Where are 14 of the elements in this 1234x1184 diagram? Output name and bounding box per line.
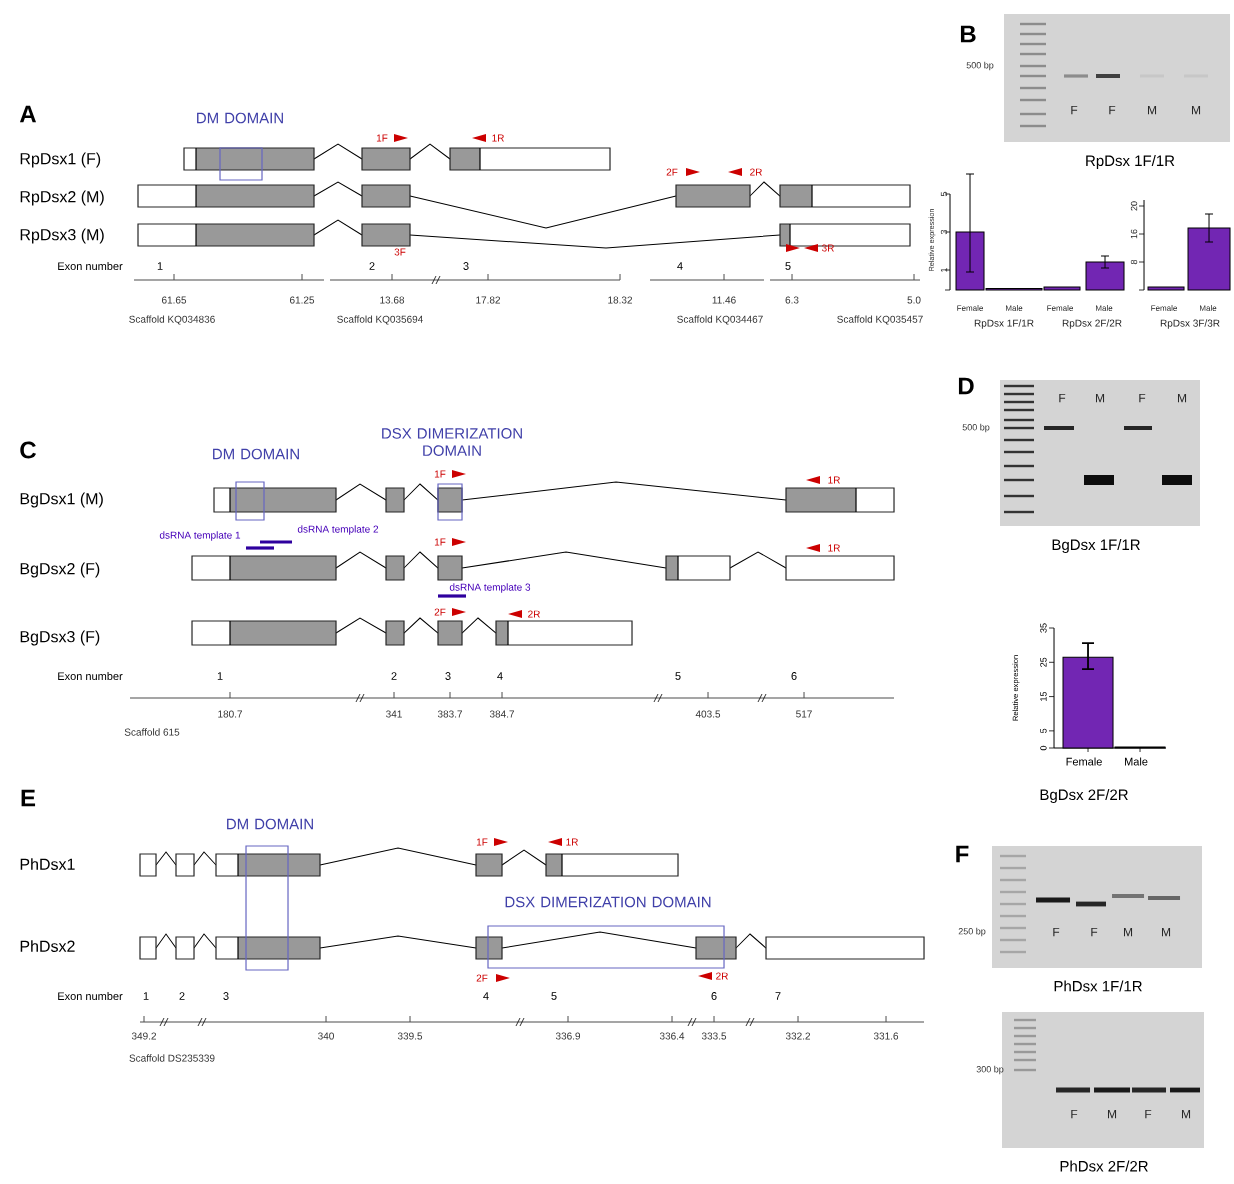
transcript-label: PhDsx1 <box>20 858 75 870</box>
panel-letter: B <box>960 25 976 43</box>
transcript-label: RpDsx2 (M) <box>20 190 104 206</box>
panel-letter: D <box>958 377 974 395</box>
transcript-label: BgDsx3 (F) <box>20 630 100 646</box>
panel-letter: F <box>956 845 969 863</box>
transcript-label: PhDsx2 <box>20 940 75 952</box>
panel-letter: C <box>20 441 37 459</box>
transcript-label: RpDsx3 (M) <box>20 228 104 244</box>
transcript-label: BgDsx2 (F) <box>20 562 100 578</box>
transcript-label: RpDsx1 (F) <box>20 152 101 168</box>
panel-letter: E <box>21 789 36 807</box>
transcript-label: BgDsx1 (M) <box>20 492 103 508</box>
panel-letter: A <box>19 105 37 123</box>
